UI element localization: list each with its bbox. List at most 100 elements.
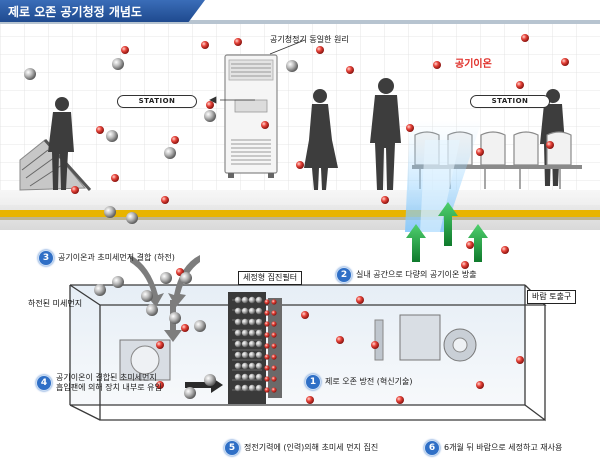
captured-dust-particle — [255, 340, 263, 348]
captured-dust-particle — [255, 329, 263, 337]
captured-dust-particle — [234, 329, 242, 337]
step-3: 3 공기이온과 초미세먼지 결합 (하전) — [38, 250, 175, 266]
air-ion-particle — [96, 126, 104, 134]
captured-ion-particle — [264, 354, 270, 360]
air-ion-particle — [476, 381, 484, 389]
step-text: 제로 오존 방전 (혁신기술) — [325, 377, 413, 386]
captured-dust-particle — [255, 373, 263, 381]
captured-dust-particle — [241, 340, 249, 348]
principle-leader — [269, 39, 306, 55]
step-badge: 5 — [224, 440, 240, 456]
step-badge: 6 — [424, 440, 440, 456]
step-badge: 2 — [336, 267, 352, 283]
step-5: 5 정전기력에 (인력)의해 초미세 먼지 집진 — [224, 440, 378, 456]
captured-ion-particle — [271, 332, 277, 338]
captured-ion-particle — [264, 299, 270, 305]
captured-dust-particle — [255, 307, 263, 315]
captured-ion-particle — [271, 365, 277, 371]
step-badge: 3 — [38, 250, 54, 266]
captured-dust-particle — [241, 307, 249, 315]
air-ion-particle — [521, 34, 529, 42]
captured-dust-particle — [241, 373, 249, 381]
step-text: 공기이온이 결합된 초미세먼지 흡입팬에 의해 장치 내부로 유입 — [56, 373, 162, 393]
ion-label: 공기이온 — [455, 59, 492, 70]
captured-dust-particle — [234, 307, 242, 315]
captured-dust-particle — [248, 329, 256, 337]
dust-particle — [112, 276, 124, 288]
captured-dust-particle — [241, 329, 249, 337]
air-ion-particle — [296, 161, 304, 169]
dust-particle — [184, 387, 196, 399]
captured-dust-particle — [255, 296, 263, 304]
station-sign-left: STATION — [117, 95, 197, 108]
air-ion-particle — [476, 148, 484, 156]
air-ion-particle — [306, 396, 314, 404]
dust-particle — [180, 272, 192, 284]
dust-particle — [104, 206, 116, 218]
ion-release-arrows — [406, 202, 488, 262]
step-badge: 4 — [36, 375, 52, 391]
captured-ion-particle — [264, 310, 270, 316]
safety-line — [0, 210, 600, 217]
outlet-motor — [374, 314, 477, 362]
step-text: 6개월 뒤 바람으로 세정하고 재사용 — [444, 443, 563, 452]
principle-label: 공기청정기 동일한 원리 — [270, 35, 349, 44]
person-left — [48, 97, 74, 190]
air-ion-particle — [561, 58, 569, 66]
dust-particle — [194, 320, 206, 332]
air-ion-particle — [516, 81, 524, 89]
air-ion-particle — [406, 124, 414, 132]
air-ion-particle — [71, 186, 79, 194]
air-ion-particle — [381, 196, 389, 204]
captured-dust-particle — [234, 340, 242, 348]
captured-dust-particle — [248, 384, 256, 392]
captured-dust-particle — [255, 318, 263, 326]
captured-dust-particle — [234, 296, 242, 304]
air-ion-particle — [346, 66, 354, 74]
captured-ion-particle — [271, 343, 277, 349]
captured-dust-particle — [241, 296, 249, 304]
captured-dust-particle — [234, 373, 242, 381]
dust-particle — [146, 304, 158, 316]
air-ion-particle — [181, 324, 189, 332]
captured-dust-particle — [241, 384, 249, 392]
air-purifier-unit — [224, 54, 278, 178]
step-4: 4 공기이온이 결합된 초미세먼지 흡입팬에 의해 장치 내부로 유입 — [36, 373, 162, 393]
step-text-line: 공기이온이 결합된 초미세먼지 — [56, 373, 157, 382]
air-ion-particle — [501, 246, 509, 254]
air-ion-particle — [461, 261, 469, 269]
air-ion-particle — [171, 136, 179, 144]
captured-dust-particle — [255, 362, 263, 370]
device-cutaway — [0, 202, 600, 475]
step-2: 2 실내 공간으로 다량의 공기이온 방출 — [336, 267, 477, 283]
captured-dust-particle — [241, 318, 249, 326]
captured-ion-particle — [271, 387, 277, 393]
captured-dust-particle — [241, 362, 249, 370]
dust-particle — [164, 147, 176, 159]
captured-dust-particle — [234, 318, 242, 326]
captured-dust-particle — [248, 373, 256, 381]
dust-particle — [24, 68, 36, 80]
captured-dust-particle — [248, 351, 256, 359]
captured-dust-particle — [234, 351, 242, 359]
captured-ion-particle — [264, 376, 270, 382]
air-ion-particle — [161, 196, 169, 204]
particles — [24, 34, 569, 404]
air-ion-particle — [336, 336, 344, 344]
air-ion-particle — [371, 341, 379, 349]
captured-ion-particle — [264, 332, 270, 338]
dust-particle — [160, 272, 172, 284]
wind-outlet-label: 바람 토출구 — [527, 290, 577, 304]
captured-ion-particle — [264, 365, 270, 371]
dust-particle — [204, 374, 216, 386]
step-text-line: 흡입팬에 의해 장치 내부로 유입 — [56, 383, 162, 392]
captured-dust-particle — [248, 296, 256, 304]
captured-dust-particle — [255, 384, 263, 392]
air-ion-particle — [206, 101, 214, 109]
air-ion-particle — [356, 296, 364, 304]
step-6: 6 6개월 뒤 바람으로 세정하고 재사용 — [424, 440, 562, 456]
air-ion-particle — [234, 38, 242, 46]
person-woman — [304, 89, 338, 190]
air-ion-particle — [546, 141, 554, 149]
dust-particle — [286, 60, 298, 72]
